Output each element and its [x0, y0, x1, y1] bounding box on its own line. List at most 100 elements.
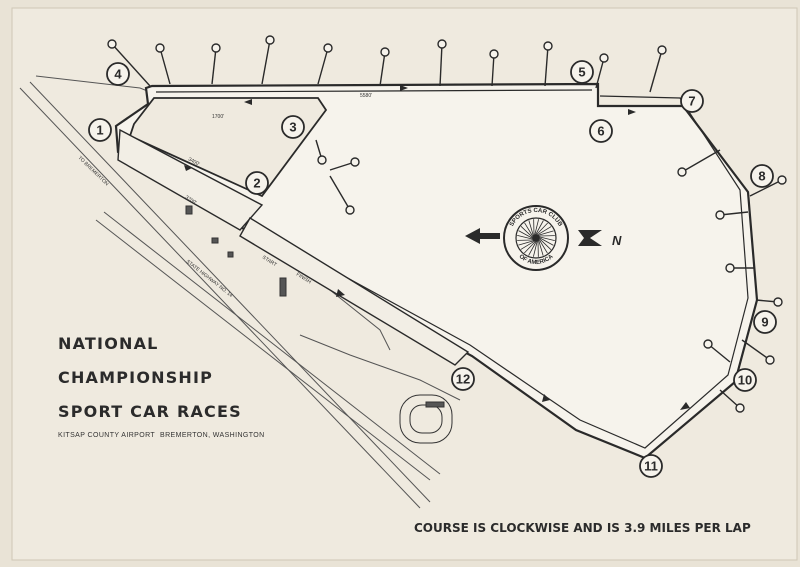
parking-stub-end-9	[543, 41, 553, 51]
wheel-spoke	[538, 230, 554, 236]
parking-stubs	[107, 35, 787, 413]
parking-stub-end-1	[107, 39, 117, 49]
wheel-spoke	[518, 240, 534, 246]
parking-stub-end-5	[323, 43, 333, 53]
turn-marker-7	[680, 89, 704, 113]
turn-marker-12	[451, 367, 475, 391]
parking-stub-end-8	[489, 49, 499, 59]
wheel-spoke	[517, 234, 533, 240]
parking-stub-21	[707, 343, 731, 363]
pit-building	[425, 401, 445, 408]
wheel-spoke	[539, 236, 555, 242]
parking-stub-end-3	[211, 43, 221, 53]
grandstand	[279, 277, 287, 297]
parking-stub-end-14	[350, 157, 360, 167]
title-line-2: CHAMPIONSHIP	[58, 368, 214, 387]
field-road-a	[299, 334, 461, 401]
turn-marker-9	[753, 310, 777, 334]
title-line-3: SPORT CAR RACES	[58, 402, 242, 421]
scca-emblem: SPORTS CAR CLUB OF AMERICA	[503, 205, 569, 271]
paddock-area	[185, 205, 453, 444]
arrow-infield	[244, 99, 252, 105]
turn-label-3: 3	[289, 120, 296, 135]
parking-stub-13	[329, 175, 351, 211]
building-c	[185, 205, 193, 215]
turn-marker-10	[733, 368, 757, 392]
wheel-spoke	[520, 241, 535, 250]
parking-stub-end-11	[657, 45, 667, 55]
parking-stub-end-4	[265, 35, 275, 45]
parking-stub-3	[211, 47, 217, 85]
arrow-turn-6	[628, 109, 636, 115]
direction-arrows	[184, 85, 690, 410]
main-straight-strip	[239, 217, 470, 366]
turn-marker-4	[106, 62, 130, 86]
parking-stub-end-22	[735, 403, 745, 413]
label-dist-b: 5580'	[360, 93, 372, 99]
turn-marker-6	[589, 119, 613, 143]
arrow-turn-10	[680, 402, 690, 410]
turn-label-7: 7	[688, 94, 695, 109]
wheel-spoke	[532, 241, 538, 257]
wheel-spoke	[534, 219, 540, 235]
parking-stub-7	[439, 43, 443, 87]
course-note: COURSE IS CLOCKWISE AND IS 3.9 MILES PER…	[414, 521, 751, 535]
parking-stub-20	[741, 339, 771, 361]
parking-stub-end-10	[599, 53, 609, 63]
parking-stub-end-6	[380, 47, 390, 57]
parking-stub-8	[491, 53, 495, 87]
wheel-spoke	[518, 230, 533, 239]
parking-stub-11	[649, 49, 663, 93]
parking-stub-end-16	[715, 210, 725, 220]
race-course	[114, 82, 759, 460]
label-dist-c: 3400'	[187, 156, 201, 167]
parking-stub-end-18	[777, 175, 787, 185]
north-pointer-icon	[578, 230, 602, 246]
parking-stub-end-17	[725, 263, 735, 273]
title-line-1: NATIONAL	[58, 334, 159, 353]
wheel-spoke	[528, 241, 537, 256]
label-dist-d: 3700'	[184, 195, 197, 207]
turn-marker-8	[750, 164, 774, 188]
infield-loop	[128, 97, 328, 198]
wheel-spoke	[535, 220, 544, 235]
wheel-spoke	[539, 238, 552, 250]
turn-label-8: 8	[758, 169, 765, 184]
roads	[19, 75, 461, 509]
subtitle-city: BREMERTON, WASHINGTON	[160, 432, 265, 439]
back-straight-inner	[155, 89, 593, 93]
wire-wheel-icon	[517, 219, 555, 257]
runway-strip	[117, 128, 264, 231]
north-arrow-icon	[465, 228, 500, 244]
paddock-oval	[399, 394, 453, 444]
parking-stub-end-13	[345, 205, 355, 215]
turn-label-9: 9	[761, 315, 768, 330]
turn-label-11: 11	[644, 459, 658, 474]
turn-marker-2	[245, 171, 269, 195]
wheel-spoke	[524, 241, 536, 254]
parking-stub-end-15	[677, 167, 687, 177]
wheel-spoke	[538, 240, 544, 256]
field-road-b	[329, 289, 391, 351]
course-inner-edge	[299, 95, 749, 449]
turn-label-4: 4	[114, 67, 122, 82]
parking-stub-10	[595, 57, 605, 89]
building-a	[211, 237, 219, 244]
turn-label-6: 6	[597, 124, 604, 139]
turn-marker-11	[639, 454, 663, 478]
wheel-spoke	[536, 222, 548, 235]
turn-label-10: 10	[738, 373, 752, 388]
parking-stub-6	[379, 51, 386, 87]
arrow-runway	[184, 165, 192, 171]
wheel-spoke	[539, 237, 554, 246]
arrow-main	[336, 289, 345, 297]
wheel-spoke	[520, 226, 533, 238]
turn-label-5: 5	[578, 65, 585, 80]
parking-stub-end-12	[317, 155, 327, 165]
road-edge-outer	[19, 87, 421, 509]
highway-edge-b	[103, 211, 441, 475]
label-dist-a: 1700'	[212, 114, 224, 120]
wheel-hub-icon	[532, 234, 540, 242]
